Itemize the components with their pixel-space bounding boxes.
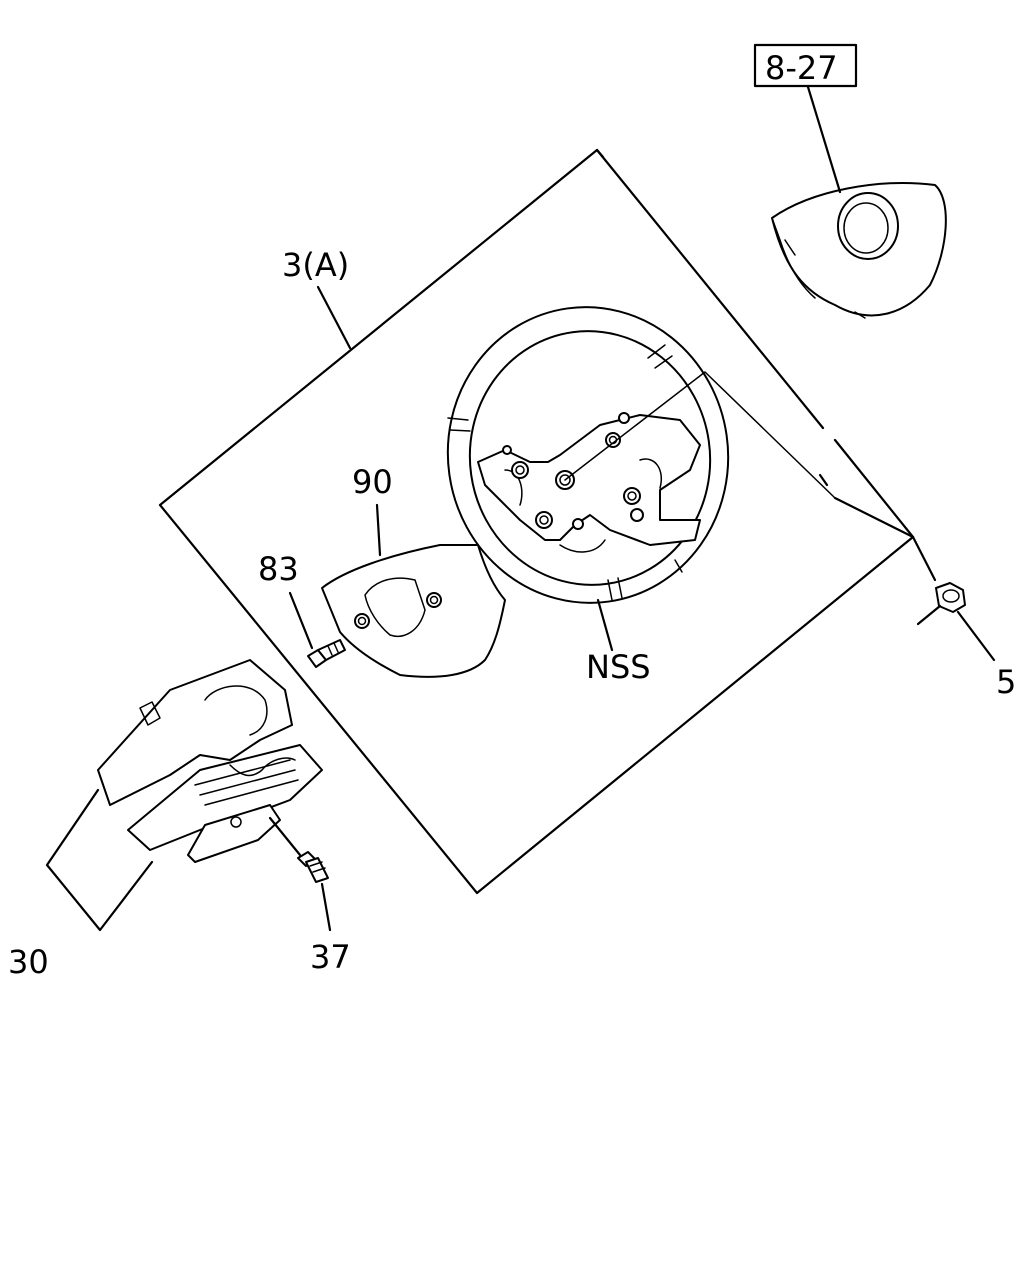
leader-3a xyxy=(316,285,352,350)
assembly-group-outline xyxy=(158,148,915,895)
leader-90 xyxy=(375,503,382,557)
callout-3a: 3(A) xyxy=(282,246,349,284)
leader-83 xyxy=(288,591,314,650)
cover-part: 90 xyxy=(321,463,506,678)
group-label: 3(A) xyxy=(282,246,352,350)
airbag-module-part: 8-27 xyxy=(753,43,947,319)
callout-37: 37 xyxy=(310,938,351,976)
leader-5 xyxy=(956,610,996,662)
screw-37-part: 37 xyxy=(268,816,351,976)
callout-5: 5 xyxy=(996,663,1016,701)
callout-ref-8-27: 8-27 xyxy=(765,49,838,87)
screw-83-part: 83 xyxy=(258,550,346,668)
reference-box xyxy=(753,43,858,88)
callout-90: 90 xyxy=(352,463,393,501)
callout-83: 83 xyxy=(258,550,299,588)
leader-8-27 xyxy=(806,85,842,194)
leader-nss xyxy=(596,598,614,652)
column-cover-part: 30 xyxy=(8,659,323,981)
callout-nss: NSS xyxy=(586,648,651,686)
steering-wheel-part: NSS xyxy=(446,306,836,686)
leader-30 xyxy=(45,788,154,932)
leader-37 xyxy=(320,882,332,932)
callout-30: 30 xyxy=(8,943,49,981)
nut-part: 5 xyxy=(911,535,1016,701)
